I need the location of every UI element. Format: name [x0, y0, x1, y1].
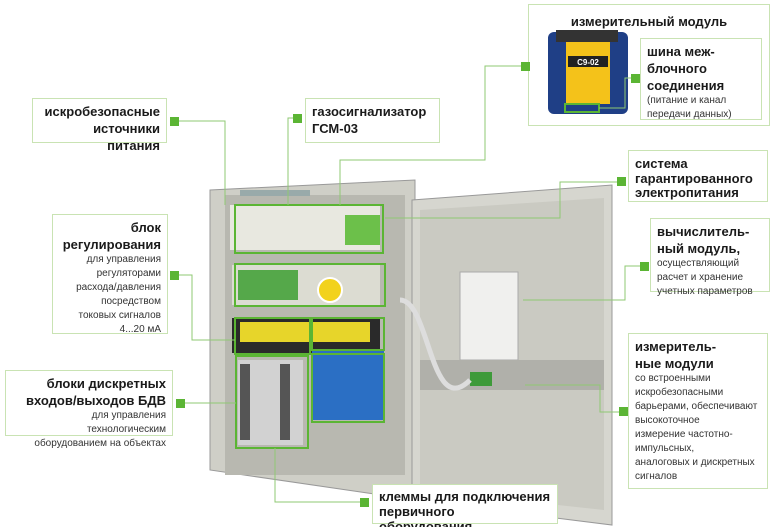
- marker-gas-detector: [293, 114, 302, 123]
- regulation-title: блок: [130, 220, 161, 235]
- measuring-module-device: C9-02: [548, 30, 635, 114]
- measuring-module-title: измерительный модуль: [570, 14, 728, 29]
- computing-module-desc: расчет и хранение: [657, 272, 744, 283]
- measuring-modules-desc: аналоговых и дискретных: [635, 457, 755, 468]
- marker-power-sources: [170, 117, 179, 126]
- regulation-desc: расхода/давления: [76, 282, 161, 293]
- marker-regulation-block: [170, 271, 179, 280]
- computing-module-desc: осуществляющий: [657, 258, 740, 269]
- power-sources-title: источники питания: [93, 121, 160, 153]
- regulation-desc: 4...20 мА: [119, 324, 161, 335]
- regulation-desc: регуляторами: [96, 268, 161, 279]
- device-label: C9-02: [577, 58, 599, 67]
- discrete-io-desc: для управления технологическим: [86, 410, 166, 435]
- regulation-desc: для управления: [86, 254, 161, 265]
- bus-title: блочного: [647, 61, 707, 76]
- measuring-modules-desc: измерение частотно-: [635, 429, 733, 440]
- computing-module-desc: учетных параметров: [657, 286, 753, 297]
- discrete-io-title: блоки дискретных: [46, 376, 166, 391]
- marker-discrete-io: [176, 399, 185, 408]
- regulation-desc: посредством: [101, 296, 161, 307]
- ups-title: электропитания: [635, 185, 739, 200]
- measuring-modules-desc: высокоточное: [635, 415, 700, 426]
- marker-terminals: [360, 498, 369, 507]
- marker-ups: [617, 177, 626, 186]
- terminals-title: клеммы для подключения: [379, 489, 551, 504]
- measuring-modules-title: ные модули: [635, 356, 714, 371]
- gas-detector-callout: газосигнализатор ГСМ-03: [305, 98, 440, 143]
- computing-module-title: ный модуль,: [657, 241, 741, 256]
- computing-module-title: вычислитель-: [657, 224, 750, 239]
- power-sources-callout: искробезопасные источники питания: [32, 98, 167, 153]
- gas-detector-title: ГСМ-03: [312, 121, 359, 136]
- marker-bus: [631, 74, 640, 83]
- measuring-modules-desc: со встроенными: [635, 373, 711, 384]
- ups-title: гарантированного: [635, 171, 753, 186]
- measuring-modules-desc: искробезопасными: [635, 387, 724, 398]
- discrete-io-desc: оборудованием на объектах: [34, 438, 166, 449]
- marker-measuring-modules: [619, 407, 628, 416]
- terminals-title: первичного оборудования: [379, 504, 473, 527]
- regulation-title: регулирования: [62, 237, 161, 252]
- bus-title: соединения: [647, 78, 725, 93]
- measuring-modules-title: измеритель-: [635, 339, 717, 354]
- bus-desc: (питание и канал: [647, 95, 727, 106]
- ups-unit: [345, 215, 380, 245]
- ups-callout: система гарантированного электропитания: [628, 150, 768, 202]
- terminals-callout: клеммы для подключения первичного оборуд…: [372, 484, 558, 527]
- regulation-block-callout: блок регулирования для управления регуля…: [52, 214, 168, 335]
- discrete-io-callout: блоки дискретных входов/выходов БДВ для …: [5, 370, 173, 449]
- marker-measuring-module: [521, 62, 530, 71]
- measuring-modules-callout: измеритель- ные модули со встроенными ис…: [628, 333, 768, 489]
- marker-computing-module: [640, 262, 649, 271]
- power-sources-title: искробезопасные: [44, 104, 160, 119]
- bus-title: шина меж-: [647, 44, 715, 59]
- discrete-io-title: входов/выходов БДВ: [25, 393, 166, 408]
- computing-module-callout: вычислитель- ный модуль, осуществляющий …: [650, 218, 770, 297]
- measuring-modules-desc: импульсных,: [635, 443, 695, 454]
- bus-desc: передачи данных): [647, 109, 732, 120]
- measuring-modules-desc: барьерами, обеспечивают: [635, 401, 758, 412]
- ups-title: система: [635, 156, 688, 171]
- regulation-desc: токовых сигналов: [78, 310, 162, 321]
- measuring-modules-desc: сигналов: [635, 471, 678, 482]
- bus-callout: шина меж- блочного соединения (питание и…: [640, 38, 762, 120]
- gas-detector-title: газосигнализатор: [312, 104, 427, 119]
